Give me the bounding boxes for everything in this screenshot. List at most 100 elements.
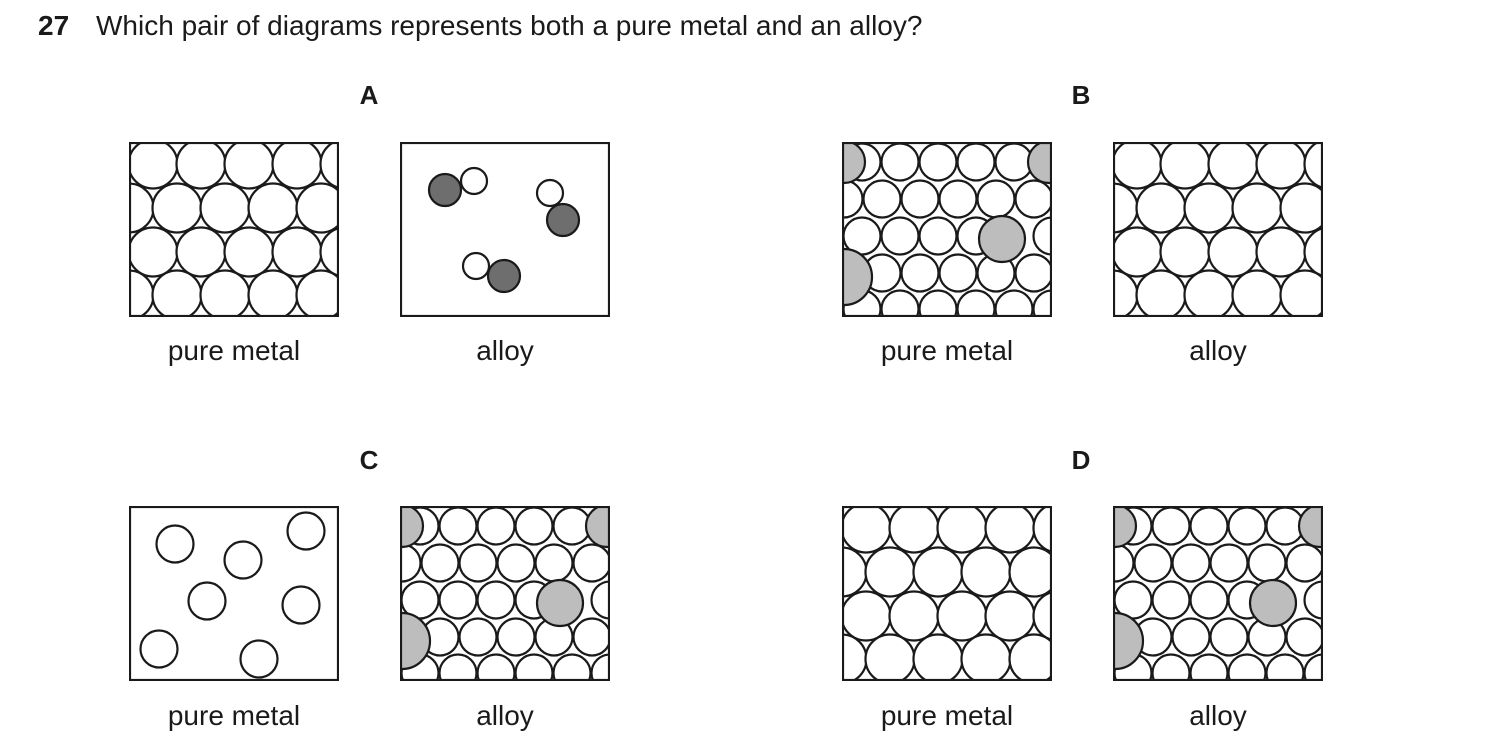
gas-atom	[155, 524, 195, 564]
metal-atom	[247, 269, 299, 316]
option-c-alloy-caption: alloy	[476, 700, 534, 731]
metal-atom	[1183, 182, 1235, 234]
option-c-pure-metal-caption: pure metal	[167, 700, 301, 731]
option-a-pure-metal-diagram[interactable]	[129, 142, 339, 317]
metal-atom	[295, 269, 338, 316]
option-c-alloy-diagram[interactable]	[400, 506, 610, 681]
small-atom	[1285, 617, 1322, 657]
diagram-border	[1113, 142, 1323, 317]
large-atom	[535, 578, 585, 628]
metal-atom	[247, 182, 299, 234]
metal-atom	[1114, 269, 1139, 316]
small-atom	[1032, 289, 1051, 316]
metal-atom	[960, 546, 1012, 598]
metal-atom	[130, 143, 179, 190]
option-a-alloy-diagram[interactable]	[400, 142, 610, 317]
gas-atom	[187, 581, 227, 621]
small-atom	[900, 179, 940, 219]
small-atom	[535, 178, 565, 208]
small-atom	[476, 653, 516, 680]
small-atom	[956, 143, 996, 182]
question-number: 27	[38, 10, 70, 41]
particle-diagram	[400, 506, 610, 681]
particle-diagram	[1113, 506, 1323, 681]
small-atom	[1303, 580, 1322, 620]
small-atom	[1209, 543, 1249, 583]
small-atom	[976, 179, 1016, 219]
metal-atom	[1231, 182, 1283, 234]
option-b-alloy-caption: alloy	[1189, 335, 1247, 366]
small-atom	[438, 653, 478, 680]
small-atom	[514, 507, 554, 546]
metal-atom	[843, 633, 868, 680]
small-atom	[438, 507, 478, 546]
metal-atom	[319, 143, 338, 189]
option-d-alloy-diagram[interactable]	[1113, 506, 1323, 681]
small-atom	[1189, 653, 1229, 680]
question-text: Which pair of diagrams represents both a…	[96, 10, 923, 41]
metal-atom	[888, 507, 940, 554]
gas-atom	[286, 511, 326, 551]
metal-atom	[1279, 182, 1322, 234]
small-atom	[1189, 507, 1229, 546]
small-atom	[1032, 216, 1051, 256]
option-c-pure-metal-diagram[interactable]	[129, 506, 339, 681]
metal-atom	[912, 546, 964, 598]
small-atom	[458, 543, 498, 583]
metal-atom	[960, 633, 1012, 680]
small-atom	[476, 580, 516, 620]
small-atom	[420, 543, 460, 583]
option-letter-d[interactable]: D	[1071, 445, 1091, 475]
large-atom	[1248, 578, 1298, 628]
metal-atom	[1159, 226, 1211, 278]
particle-diagram	[129, 142, 339, 317]
metal-atom	[130, 182, 155, 234]
small-atom	[994, 289, 1034, 316]
metal-atom	[1135, 182, 1187, 234]
dark-atom	[545, 202, 581, 238]
metal-atom	[151, 269, 203, 316]
small-atom	[918, 289, 958, 316]
small-atom	[1014, 179, 1051, 219]
small-atom	[1227, 507, 1267, 546]
large-atom	[584, 507, 609, 549]
small-atom	[458, 617, 498, 657]
small-atom	[572, 543, 609, 583]
option-b-alloy-diagram[interactable]	[1113, 142, 1323, 317]
metal-atom	[1135, 269, 1187, 316]
small-atom	[534, 543, 574, 583]
small-atom	[1151, 507, 1191, 546]
metal-atom	[223, 226, 275, 278]
metal-atom	[1207, 226, 1259, 278]
small-atom	[1114, 543, 1135, 583]
small-atom	[590, 653, 609, 680]
option-letter-a[interactable]: A	[359, 80, 379, 110]
metal-atom	[1114, 226, 1163, 278]
metal-atom	[271, 226, 323, 278]
small-atom	[1151, 580, 1191, 620]
metal-atom	[199, 182, 251, 234]
small-atom	[514, 653, 554, 680]
option-d-pure-metal-diagram[interactable]	[842, 506, 1052, 681]
metal-atom	[1279, 269, 1322, 316]
metal-atom	[864, 633, 916, 680]
small-atom	[476, 507, 516, 546]
large-atom	[1297, 507, 1322, 549]
metal-atom	[843, 507, 892, 554]
metal-atom	[199, 269, 251, 316]
gas-atom	[223, 540, 263, 580]
metal-atom	[984, 590, 1036, 642]
small-atom	[1189, 580, 1229, 620]
small-atom	[590, 580, 609, 620]
small-atom	[1265, 653, 1305, 680]
option-b-pure-metal-diagram[interactable]	[842, 142, 1052, 317]
metal-atom	[295, 182, 338, 234]
option-letter-b[interactable]: B	[1071, 80, 1091, 110]
gas-atom	[139, 629, 179, 669]
metal-atom	[175, 226, 227, 278]
option-letter-c[interactable]: C	[359, 445, 379, 475]
small-atom	[1151, 653, 1191, 680]
option-d-pure-metal-caption: pure metal	[880, 700, 1014, 731]
metal-atom	[223, 143, 275, 190]
metal-atom	[1303, 227, 1322, 277]
